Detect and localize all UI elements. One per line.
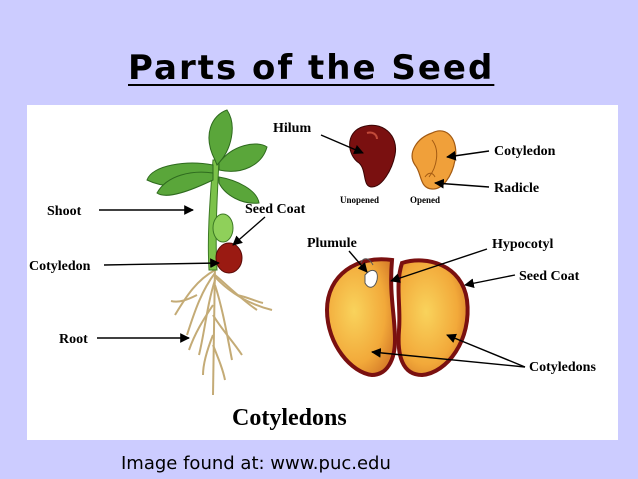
label-cotyledon-left: Cotyledon [29, 259, 91, 274]
label-hilum: Hilum [273, 121, 311, 136]
opened-seed [411, 130, 457, 190]
label-plumule: Plumule [307, 236, 357, 251]
label-hypocotyl: Hypocotyl [492, 237, 554, 252]
stem-cotyledon [212, 213, 234, 243]
page-title: Parts of the Seed [128, 48, 495, 88]
seedling-seed-coat [215, 242, 243, 274]
label-arrows [97, 134, 526, 368]
leaves [146, 109, 268, 204]
label-seed-coat-left: Seed Coat [245, 202, 306, 217]
diagram-footer-label: Cotyledons [232, 405, 347, 431]
seedling-illustration [146, 109, 273, 396]
label-cotyledon-right: Cotyledon [494, 144, 556, 159]
unopened-seed [349, 124, 397, 188]
label-seed-coat-right: Seed Coat [519, 269, 580, 284]
label-radicle: Radicle [494, 181, 539, 196]
label-cotyledons: Cotyledons [529, 360, 596, 375]
label-unopened: Unopened [340, 195, 379, 205]
label-opened: Opened [410, 195, 440, 205]
label-root: Root [59, 332, 88, 347]
large-opened-seed [324, 257, 470, 378]
seed-diagram: Hilum Shoot Seed Coat Cotyledon Root Uno… [29, 109, 596, 431]
label-shoot: Shoot [47, 204, 82, 219]
seed-diagram-panel: Hilum Shoot Seed Coat Cotyledon Root Uno… [27, 105, 618, 440]
root-system [170, 264, 273, 396]
image-source-caption: Image found at: www.puc.edu [121, 453, 391, 474]
